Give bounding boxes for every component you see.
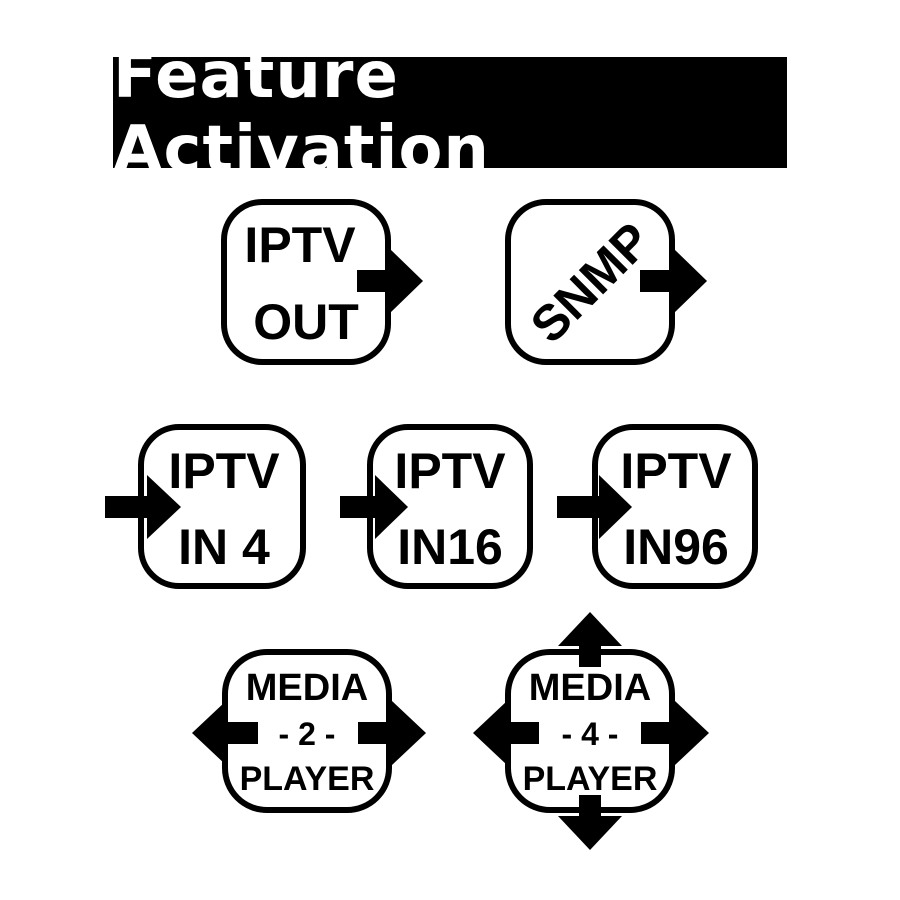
right-arrow-icon xyxy=(640,249,707,313)
iptv-in4-line1: IPTV xyxy=(168,443,280,499)
title-banner: Feature Activation xyxy=(113,39,787,187)
media2-line3: PLAYER xyxy=(240,760,375,798)
left-arrow-icon xyxy=(192,701,258,765)
iptv-in4-icon: IPTV IN 4 xyxy=(105,424,306,589)
right-arrow-icon xyxy=(641,701,709,765)
media2-line2: - 2 - xyxy=(279,716,336,752)
right-arrow-icon xyxy=(105,475,181,539)
media-2-player-icon: MEDIA - 2 - PLAYER xyxy=(192,649,426,813)
iptv-in96-line1: IPTV xyxy=(620,443,732,499)
right-arrow-icon xyxy=(340,475,408,539)
media4-line3: PLAYER xyxy=(523,760,658,798)
iptv-in96-icon: IPTV IN96 xyxy=(557,424,758,589)
iptv-out-line1: IPTV xyxy=(244,217,356,273)
iptv-in16-line1: IPTV xyxy=(394,443,506,499)
media-4-player-icon: MEDIA - 4 - PLAYER xyxy=(473,612,709,850)
right-arrow-icon xyxy=(358,701,426,765)
up-arrow-icon xyxy=(558,612,622,667)
right-arrow-icon xyxy=(557,475,632,539)
iptv-in96-line2: IN96 xyxy=(623,519,729,575)
media4-line2: - 4 - xyxy=(562,716,619,752)
iptv-out-icon: IPTV OUT xyxy=(221,199,423,365)
down-arrow-icon xyxy=(558,795,622,850)
snmp-icon: SNMP xyxy=(505,199,707,365)
media2-line1: MEDIA xyxy=(246,667,368,709)
iptv-out-line2: OUT xyxy=(253,294,359,350)
right-arrow-icon xyxy=(357,249,423,313)
iptv-in4-line2: IN 4 xyxy=(178,519,270,575)
iptv-in16-line2: IN16 xyxy=(397,519,503,575)
iptv-in16-icon: IPTV IN16 xyxy=(340,424,533,589)
media4-line1: MEDIA xyxy=(529,667,651,709)
page-title: Feature Activation xyxy=(113,38,490,187)
left-arrow-icon xyxy=(473,701,539,765)
